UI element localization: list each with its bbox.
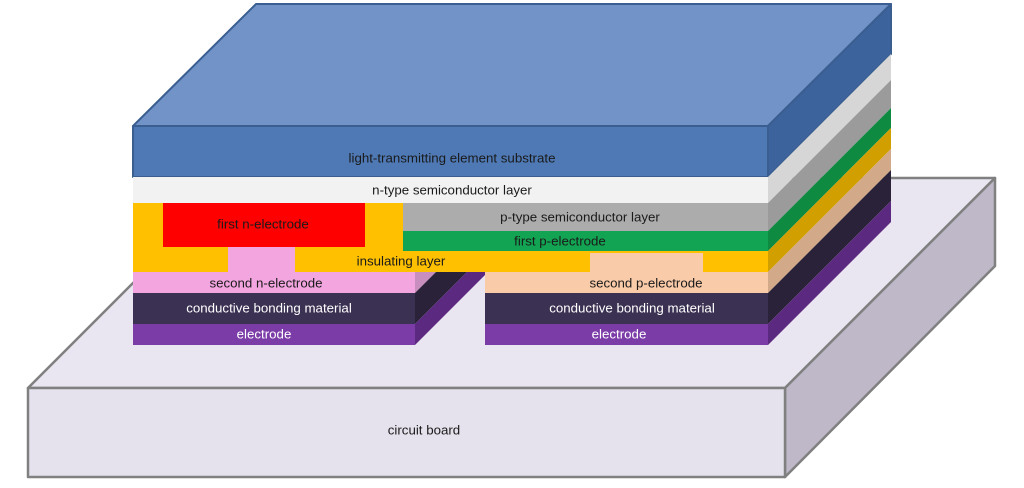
- circuit-board-front-face: [26, 386, 787, 479]
- p-type-layer-side-face: [768, 80, 891, 231]
- second-p-electrode-label: second p-electrode: [589, 276, 702, 291]
- substrate-top-face: [132, 3, 892, 127]
- n-type-layer-label: n-type semiconductor layer: [372, 183, 532, 198]
- second-p-electrode-side-face: [768, 149, 891, 293]
- electrode-left-front-face: [133, 324, 415, 345]
- second-p-electrode-front-face: [485, 272, 768, 293]
- conductive-bonding-left-front-face: [133, 293, 415, 324]
- p-type-layer-front-face: [403, 203, 768, 231]
- second-n-electrode-via: [228, 247, 295, 272]
- insulating-layer-label: insulating layer: [357, 254, 446, 269]
- conductive-bonding-left-label: conductive bonding material: [186, 301, 352, 316]
- first-p-electrode-front-face: [403, 231, 768, 251]
- second-n-electrode-label: second n-electrode: [209, 276, 322, 291]
- electrode-right-side-face: [768, 201, 891, 345]
- first-n-electrode-front-face: [163, 203, 365, 247]
- insulating-layer-side-face: [768, 128, 891, 272]
- p-type-layer-label: p-type semiconductor layer: [500, 210, 660, 225]
- electrode-right-label: electrode: [592, 327, 647, 342]
- conductive-bonding-right-front-face: [485, 293, 768, 324]
- conductive-bonding-right-side-face: [768, 170, 891, 324]
- second-p-electrode-via: [590, 253, 703, 272]
- n-type-layer-front-face: [133, 177, 768, 203]
- first-p-electrode-side-face: [768, 108, 891, 251]
- electrode-left-side-face: [415, 272, 485, 345]
- insulating-layer-bottom-band: [403, 251, 768, 272]
- electrode-right-front-face: [485, 324, 768, 345]
- n-type-layer-side-face: [768, 54, 891, 203]
- substrate-label: light-transmitting element substrate: [349, 151, 556, 166]
- first-p-electrode-label: first p-electrode: [514, 234, 606, 249]
- electrode-left-label: electrode: [237, 327, 292, 342]
- second-n-electrode-front-face: [133, 272, 415, 293]
- first-n-electrode-label: first n-electrode: [217, 217, 309, 232]
- conductive-bonding-right-label: conductive bonding material: [549, 301, 715, 316]
- circuit-board-label: circuit board: [388, 423, 460, 438]
